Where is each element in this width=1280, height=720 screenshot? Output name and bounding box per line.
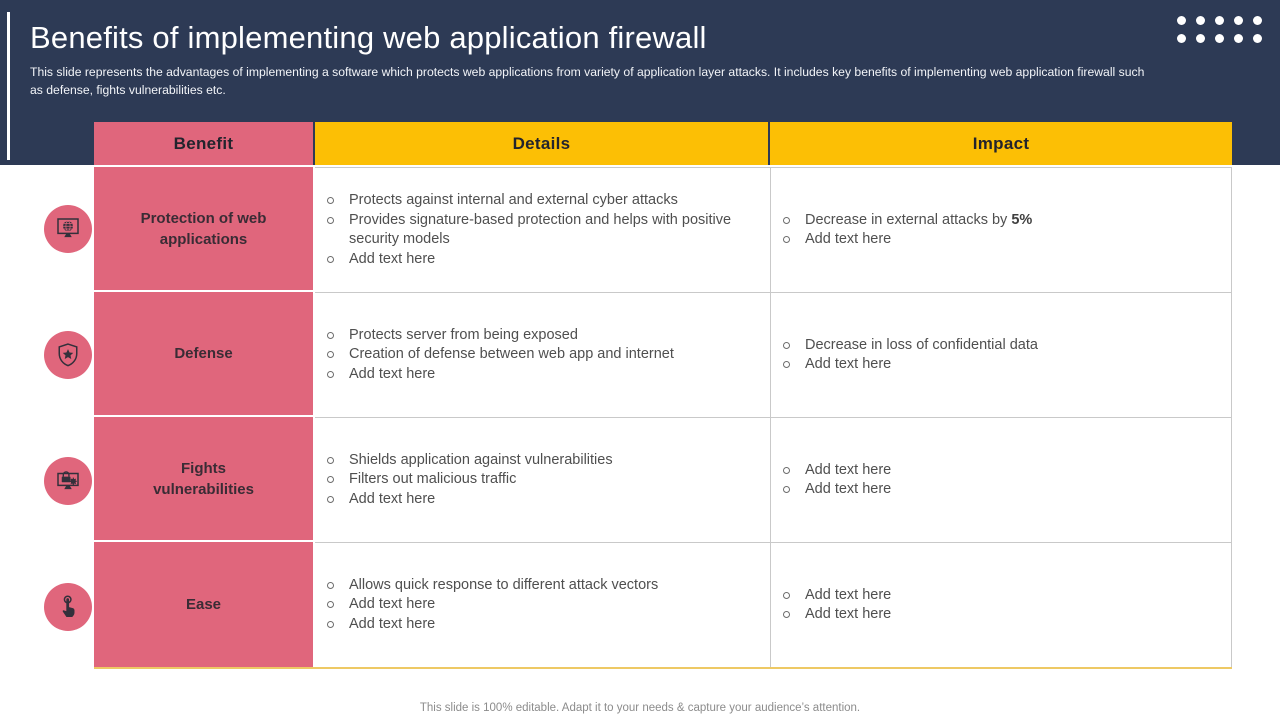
shield-star-icon — [44, 331, 92, 379]
detail-item: Creation of defense between web app and … — [327, 345, 674, 365]
benefit-cell: Defense — [94, 292, 313, 417]
dot-icon — [1253, 34, 1262, 43]
bullet-icon — [783, 216, 790, 224]
column-header-benefit: Benefit — [94, 122, 313, 165]
detail-item: Allows quick response to different attac… — [327, 576, 658, 596]
dot-icon — [1234, 34, 1243, 43]
impact-item: Add text here — [783, 461, 891, 481]
bullet-icon — [783, 466, 790, 474]
column-header-impact: Impact — [770, 122, 1232, 165]
impact-item: Add text here — [783, 605, 891, 625]
secure-monitor-icon — [44, 457, 92, 505]
table-row: Defense Protects server from being expos… — [94, 292, 1232, 417]
bullet-icon — [327, 351, 334, 359]
bullet-icon — [327, 331, 334, 339]
detail-item: Filters out malicious traffic — [327, 470, 613, 490]
benefit-label: Ease — [185, 596, 222, 613]
pointing-hand-icon — [44, 583, 92, 631]
details-cell: Protects server from being exposed Creat… — [315, 292, 770, 417]
page-subtitle: This slide represents the advantages of … — [30, 65, 1145, 97]
dot-icon — [1253, 16, 1262, 25]
impact-cell: Add text here Add text here — [770, 542, 1232, 667]
impact-item: Decrease in loss of confidential data — [783, 336, 1038, 356]
table-row: Protection of web applications Protects … — [94, 167, 1232, 292]
bullet-icon — [327, 197, 334, 204]
globe-monitor-icon — [44, 205, 92, 253]
bullet-icon — [783, 341, 790, 349]
detail-item: Add text here — [327, 365, 674, 385]
bullet-icon — [327, 476, 334, 484]
bullet-icon — [327, 456, 334, 464]
detail-item: Add text here — [327, 490, 613, 510]
accent-line — [7, 12, 10, 160]
details-cell: Protects against internal and external c… — [315, 167, 770, 292]
detail-item: Add text here — [327, 615, 658, 635]
impact-item: Add text here — [783, 480, 891, 500]
dot-icon — [1196, 34, 1205, 43]
benefit-cell: Ease — [94, 542, 313, 667]
benefit-label: Fights vulnerabilities — [153, 459, 254, 498]
bullet-icon — [327, 255, 334, 263]
dot-icon — [1215, 16, 1224, 25]
impact-item: Add text here — [783, 230, 1032, 250]
bullet-icon — [327, 601, 334, 609]
bullet-icon — [783, 591, 790, 599]
benefit-cell: Protection of web applications — [94, 167, 313, 292]
details-cell: Allows quick response to different attac… — [315, 542, 770, 667]
impact-cell: Decrease in loss of confidential data Ad… — [770, 292, 1232, 417]
page-title: Benefits of implementing web application… — [30, 20, 707, 55]
dot-icon — [1215, 34, 1224, 43]
bullet-icon — [783, 361, 790, 368]
bullet-icon — [327, 620, 334, 628]
impact-item: Add text here — [783, 355, 1038, 375]
table-header-row: Benefit Details Impact — [94, 122, 1232, 165]
details-cell: Shields application against vulnerabilit… — [315, 417, 770, 542]
bullet-icon — [783, 611, 790, 618]
dot-icon — [1234, 16, 1243, 25]
benefit-cell: Fights vulnerabilities — [94, 417, 313, 542]
detail-item: Shields application against vulnerabilit… — [327, 451, 613, 471]
bullet-icon — [327, 495, 334, 503]
bullet-icon — [327, 370, 334, 378]
benefit-label: Defense — [174, 345, 233, 362]
footer-note: This slide is 100% editable. Adapt it to… — [419, 702, 861, 714]
impact-item: Decrease in external attacks by 5% — [783, 211, 1032, 231]
dot-icon — [1177, 34, 1186, 43]
column-header-details: Details — [315, 122, 768, 165]
dot-icon — [1177, 16, 1186, 25]
benefit-label: Protection of web applications — [140, 209, 267, 248]
bullet-icon — [327, 581, 334, 589]
table-row: Ease Allows quick response to different … — [94, 542, 1232, 667]
table-row: Fights vulnerabilities Shields applicati… — [94, 417, 1232, 542]
bullet-icon — [327, 216, 334, 224]
detail-item: Protects against internal and external c… — [327, 191, 735, 211]
detail-item: Protects server from being exposed — [327, 326, 674, 346]
impact-cell: Decrease in external attacks by 5% Add t… — [770, 167, 1232, 292]
detail-item: Add text here — [327, 250, 735, 270]
impact-cell: Add text here Add text here — [770, 417, 1232, 542]
impact-item: Add text here — [783, 586, 891, 606]
bullet-icon — [783, 486, 790, 493]
benefits-table: Benefit Details Impact Protection of web… — [94, 122, 1232, 669]
dot-icon — [1196, 16, 1205, 25]
bullet-icon — [783, 236, 790, 243]
detail-item: Provides signature-based protection and … — [327, 211, 735, 250]
detail-item: Add text here — [327, 595, 658, 615]
dots-decoration — [1177, 16, 1262, 43]
